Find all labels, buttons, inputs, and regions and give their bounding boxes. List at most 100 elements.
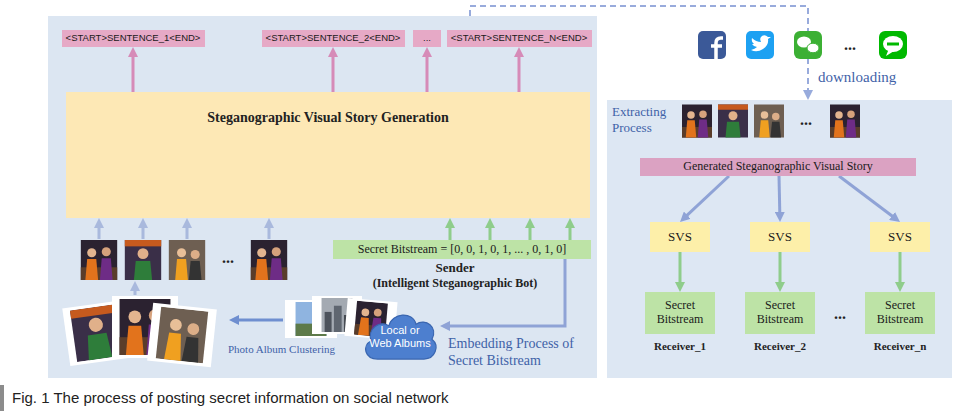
- node-text: Local or Web Albums: [368, 324, 432, 349]
- line-mark: [887, 43, 899, 46]
- facebook-mark: [711, 38, 723, 59]
- panel-title-holder: Embedding Process of Secret Bitstream: [448, 336, 594, 370]
- extracted-photos: [682, 105, 860, 138]
- photo: [156, 307, 208, 364]
- sender-label: (Intelligent Steganographic Bot): [373, 277, 538, 291]
- label-holder: Sender: [436, 261, 475, 276]
- ellipsis: ...: [844, 37, 856, 53]
- flow-arrow: [518, 54, 521, 92]
- photo: [830, 105, 860, 138]
- node-text: Secret Bitstream: [749, 299, 811, 327]
- receiver-label: Receiver_2: [754, 340, 806, 353]
- svs-box: SVS: [870, 222, 930, 252]
- wechat-icon: [794, 31, 822, 59]
- flow-arrow: [449, 225, 452, 240]
- panel-title-holder: Extracting Process: [612, 104, 680, 135]
- receiver-label: Receiver_1: [654, 340, 706, 353]
- photo: [754, 105, 784, 138]
- label-holder: Receiver_n: [874, 340, 927, 353]
- twitter-mark: [751, 35, 771, 51]
- social-icons: [698, 31, 907, 59]
- photo: [251, 240, 287, 280]
- ellipsis: ...: [222, 250, 234, 266]
- node-text: Secret Bitstream = [0, 0, 1, 0, 1, ... ,…: [358, 243, 566, 257]
- facebook-icon: [698, 31, 726, 59]
- panel-title: Extracting Process: [612, 104, 680, 135]
- node-text: Generated Steganographic Visual Story: [683, 160, 872, 174]
- download-link: [470, 6, 808, 93]
- photo: [125, 240, 161, 280]
- label-holder: ...: [834, 306, 846, 322]
- label-holder: Photo Album Clustering: [228, 343, 335, 356]
- node-text: <START>SENTENCE_2<END>: [266, 33, 401, 43]
- flow-arrow: [426, 54, 429, 92]
- photo-arrow: [186, 225, 189, 239]
- flow-arrow: [332, 54, 335, 92]
- node-text: SVS: [768, 230, 792, 245]
- bitstream-box: Secret Bitstream: [645, 292, 715, 334]
- flow-arrow: [679, 252, 682, 285]
- node-text: <START>SENTENCE_1<END>: [66, 33, 201, 43]
- ellipsis: ...: [800, 112, 812, 128]
- flow-arrow: [899, 252, 902, 285]
- flow-arrow: [779, 252, 782, 285]
- photo: [81, 240, 117, 280]
- photo-row: [81, 240, 287, 280]
- photo: [169, 240, 205, 280]
- wechat-mark: [807, 43, 819, 53]
- sentence-box: <START>SENTENCE_1<END>: [62, 30, 205, 47]
- svs-box: SVS: [650, 222, 710, 252]
- caption-bar: [0, 385, 4, 411]
- panel-title: Embedding Process of Secret Bitstream: [448, 336, 594, 370]
- embedding-panel-ground: [48, 16, 597, 378]
- node-text: ...: [423, 33, 431, 43]
- node-text: <START>SENTENCE_N<END>: [451, 33, 587, 43]
- photo-arrow: [142, 225, 145, 239]
- node-text: Secret Bitstream: [649, 299, 711, 327]
- flow-arrow: [132, 54, 135, 92]
- line-icon: [879, 31, 907, 59]
- line-mark: [886, 51, 894, 56]
- photo-arrow: [98, 225, 101, 239]
- photo: [682, 105, 712, 138]
- photo-arrow: [268, 225, 271, 239]
- extracting-panel-ground: [607, 100, 952, 378]
- bitstream-box: Secret Bitstream: [745, 292, 815, 334]
- clustering-arrow: [236, 319, 283, 322]
- label-holder: Receiver_1: [654, 340, 706, 353]
- line-mark: [883, 36, 903, 52]
- cloud-outline: [366, 315, 436, 359]
- generator-box: Steganographic Visual Story Generation: [66, 92, 590, 218]
- label-holder: ...: [844, 37, 856, 53]
- node-text: SVS: [668, 230, 692, 245]
- label-holder: (Intelligent Steganographic Bot): [373, 277, 538, 291]
- step-label: Photo Album Clustering: [228, 343, 335, 356]
- embedding-panel: Embedding Process of Secret Bitstream <ST…: [48, 16, 597, 378]
- edge-label: downloading: [818, 68, 896, 86]
- ellipsis: ...: [834, 306, 846, 322]
- bitstream-box: Secret Bitstream: [865, 292, 935, 334]
- cluster-arrow: [134, 288, 137, 295]
- flow-arrow: [489, 225, 492, 240]
- flow-arrow: [569, 225, 572, 240]
- photo-arrows: [99, 225, 269, 239]
- label-holder: Receiver_2: [754, 340, 806, 353]
- sentence-box: <START>SENTENCE_2<END>: [262, 30, 405, 47]
- flow-arrow: [685, 176, 729, 217]
- node-text: Steganographic Visual Story Generation: [207, 110, 449, 127]
- extracting-panel: Extracting ProcessGenerated Steganograph…: [607, 100, 952, 378]
- label-holder: ...: [800, 112, 812, 128]
- figure-caption: Fig. 1 The process of posting secret inf…: [12, 389, 449, 407]
- story-box: Generated Steganographic Visual Story: [640, 158, 916, 176]
- receiver-label: Receiver_n: [874, 340, 927, 353]
- node-text: Secret Bitstream: [869, 299, 931, 327]
- sentence-box: ...: [413, 30, 441, 47]
- album-cloud: Local or Web Albums: [360, 306, 440, 364]
- flow-arrow: [839, 176, 894, 218]
- sentence-box: <START>SENTENCE_N<END>: [447, 30, 592, 47]
- sender-label: Sender: [436, 261, 475, 276]
- clustered-photos: [62, 296, 217, 367]
- twitter-icon: [746, 31, 774, 59]
- bitstream-box: Secret Bitstream = [0, 0, 1, 0, 1, ... ,…: [333, 240, 591, 259]
